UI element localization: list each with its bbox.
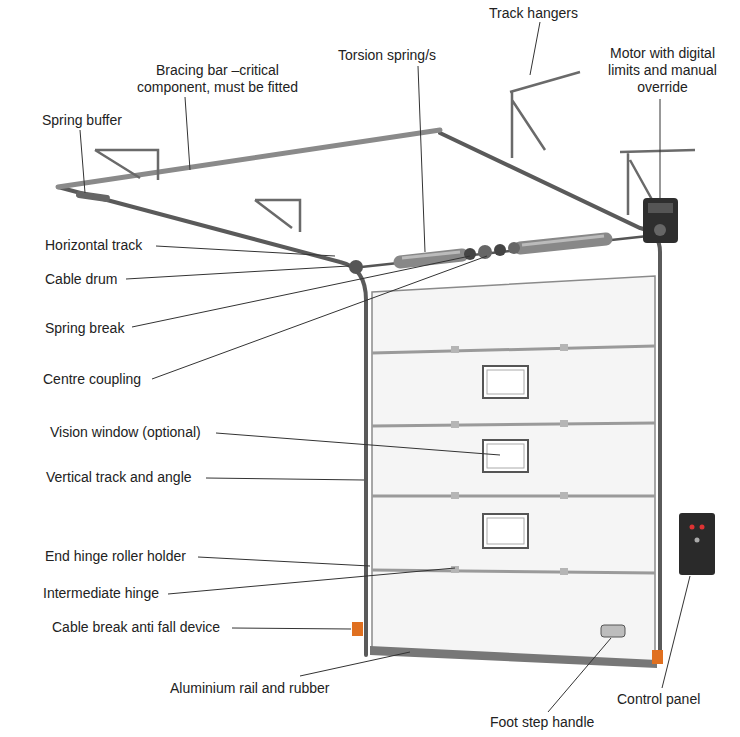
- leader-lines: [80, 22, 690, 712]
- control-panel: [679, 513, 715, 575]
- part-label: Vertical track and angle: [46, 469, 192, 486]
- part-label: Foot step handle: [490, 714, 594, 731]
- part-label: Torsion spring/s: [338, 47, 436, 64]
- spring-buffer: [76, 191, 111, 203]
- motor: [643, 198, 678, 243]
- part-label: Horizontal track: [45, 237, 142, 254]
- hinges: [451, 344, 568, 575]
- track-hangers: [95, 72, 695, 232]
- anti-fall-device: [352, 622, 363, 636]
- part-label: Cable break anti fall device: [52, 619, 220, 636]
- part-label: Spring buffer: [42, 112, 122, 129]
- part-label: Spring break: [45, 320, 124, 337]
- part-label: Bracing bar –critical component, must be…: [120, 62, 315, 96]
- bottom-rail: [370, 646, 657, 668]
- part-label: Aluminium rail and rubber: [170, 680, 330, 697]
- part-label: Vision window (optional): [50, 424, 201, 441]
- part-label: End hinge roller holder: [45, 548, 186, 565]
- part-label: Centre coupling: [43, 371, 141, 388]
- part-label: Motor with digital limits and manual ove…: [595, 45, 730, 96]
- foot-step-handle: [601, 625, 625, 637]
- part-label: Cable drum: [45, 271, 117, 288]
- part-label: Control panel: [617, 691, 700, 708]
- shaft: [352, 236, 648, 268]
- cable-drum: [349, 260, 363, 274]
- part-label: Intermediate hinge: [43, 585, 159, 602]
- tracks: [58, 130, 660, 662]
- anti-fall-device: [652, 650, 663, 664]
- vision-windows: [483, 366, 528, 548]
- part-label: Track hangers: [489, 5, 578, 22]
- door-panel: [372, 276, 655, 665]
- torsion-springs: [400, 236, 606, 262]
- panel-joints: [372, 346, 655, 573]
